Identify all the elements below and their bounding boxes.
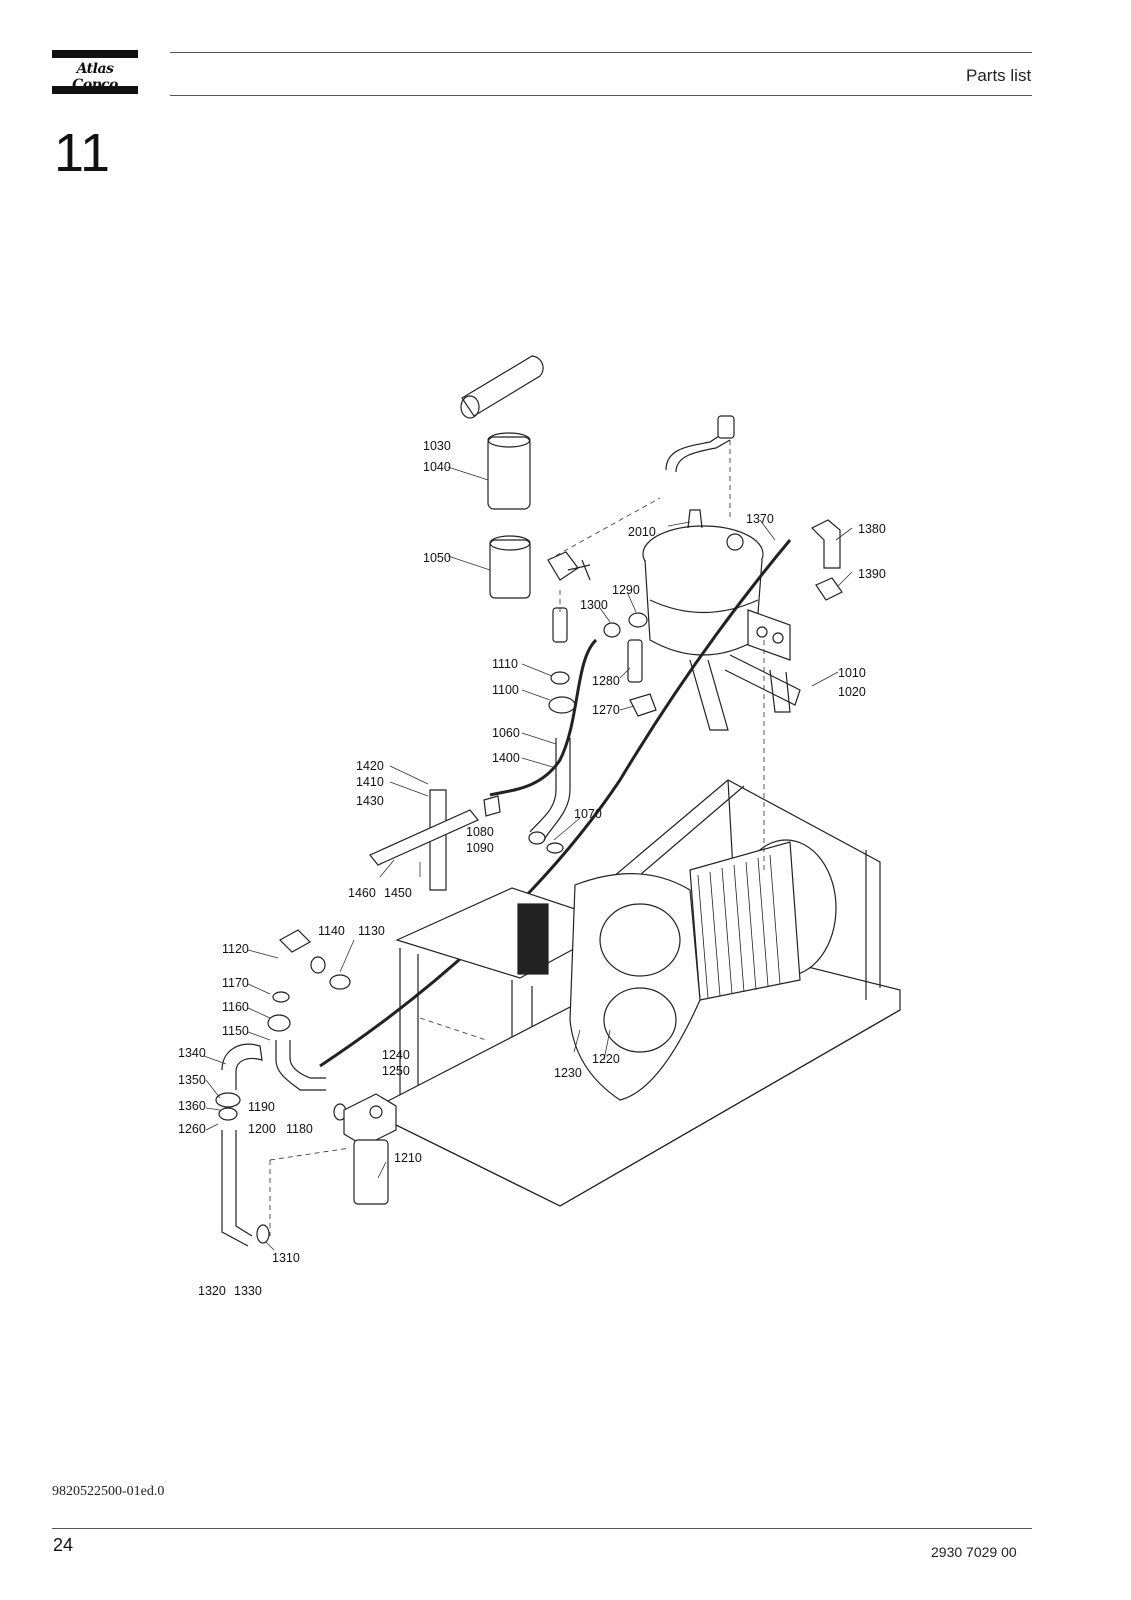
callout: 1050 (423, 551, 451, 565)
callout: 1460 (348, 886, 376, 900)
document-id: 9820522500-01ed.0 (52, 1484, 165, 1499)
header-rule-bottom (170, 95, 1032, 96)
callout: 1450 (384, 886, 412, 900)
callout: 1090 (466, 841, 494, 855)
callout: 1330 (234, 1284, 262, 1298)
callout: 1260 (178, 1122, 206, 1136)
callout: 1380 (858, 522, 886, 536)
callout: 1180 (286, 1122, 313, 1136)
callout: 2010 (628, 525, 656, 539)
callout: 1070 (574, 807, 602, 821)
section-title: Parts list (966, 66, 1032, 85)
callout: 1170 (222, 976, 249, 990)
callout: 1370 (746, 512, 774, 526)
chapter-number: 11 (54, 123, 111, 183)
callout: 1350 (178, 1073, 206, 1087)
callout: 1190 (248, 1100, 275, 1114)
atlas-copco-logo: Atlas Copco (52, 50, 138, 94)
callout: 1130 (358, 924, 385, 938)
callout: 1430 (356, 794, 384, 808)
part-callouts: 1030 1040 1050 2010 1370 1380 1390 1290 … (178, 439, 886, 1298)
callout: 1250 (382, 1064, 410, 1078)
header-rule-top (170, 52, 1032, 53)
callout: 1210 (394, 1151, 422, 1165)
callout: 1230 (554, 1066, 582, 1080)
callout: 1240 (382, 1048, 410, 1062)
callout: 1150 (222, 1024, 249, 1038)
callout: 1120 (222, 942, 249, 956)
callout: 1320 (198, 1284, 226, 1298)
callout: 1410 (356, 775, 384, 789)
callout: 1040 (423, 460, 451, 474)
callout: 1310 (272, 1251, 300, 1265)
callout: 1360 (178, 1099, 206, 1113)
callout: 1030 (423, 439, 451, 453)
callout: 1200 (248, 1122, 276, 1136)
callout: 1160 (222, 1000, 249, 1014)
callout: 1100 (492, 683, 519, 697)
callout: 1420 (356, 759, 384, 773)
callout: 1020 (838, 685, 866, 699)
callout: 1390 (858, 567, 886, 581)
callout: 1010 (838, 666, 866, 680)
exploded-view-diagram: 1030 1040 1050 2010 1370 1380 1390 1290 … (178, 355, 901, 1298)
callout: 1080 (466, 825, 494, 839)
callout: 1290 (612, 583, 640, 597)
callout: 1270 (592, 703, 620, 717)
callout: 1300 (580, 598, 608, 612)
part-number: 2930 7029 00 (931, 1544, 1017, 1560)
callout: 1400 (492, 751, 520, 765)
callout: 1140 (318, 924, 345, 938)
callout: 1280 (592, 674, 620, 688)
callout: 1110 (492, 657, 518, 671)
callout: 1340 (178, 1046, 206, 1060)
footer-rule (52, 1528, 1032, 1529)
page-number: 24 (53, 1535, 74, 1555)
callout: 1220 (592, 1052, 620, 1066)
callout: 1060 (492, 726, 520, 740)
